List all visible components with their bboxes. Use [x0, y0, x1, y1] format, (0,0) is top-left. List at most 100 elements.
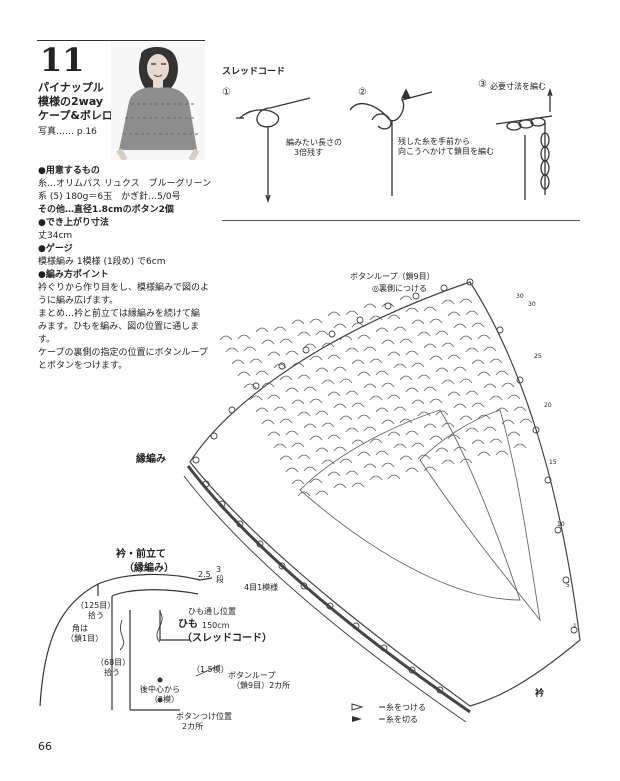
chain-loop	[279, 455, 293, 461]
row-number: 15	[549, 459, 557, 466]
chain-loop	[429, 318, 443, 324]
chain-loop	[477, 371, 491, 377]
chain-loop	[315, 410, 329, 416]
picot	[326, 602, 334, 610]
button-pos-b: 2カ所	[182, 722, 204, 731]
chain-loop	[381, 302, 395, 308]
chain-loop	[273, 443, 287, 449]
chain-loop	[327, 391, 341, 397]
chain-loop	[519, 418, 533, 424]
chain-loop	[471, 322, 485, 328]
chain-loop	[309, 355, 323, 361]
chain-loop	[477, 334, 491, 340]
chain-loop	[303, 343, 317, 349]
chain-loop	[387, 474, 401, 480]
picot	[440, 284, 448, 292]
tie-position: ひも通し位置	[188, 607, 236, 616]
chain-loop	[243, 383, 257, 389]
picot	[302, 346, 310, 354]
chain-loop	[333, 366, 347, 372]
pick-125: （125目）	[76, 601, 116, 610]
chain-loop	[471, 402, 485, 408]
chain-loop	[291, 479, 305, 485]
size-heading: ●でき上がり寸法	[38, 218, 109, 228]
step-1-marker: ①	[222, 87, 231, 98]
chain-loop	[459, 335, 473, 341]
chain-loop	[453, 366, 467, 372]
chain-loop	[261, 339, 275, 345]
chain-loop	[405, 350, 419, 356]
method-line-6: とボタンをつけます。	[38, 361, 128, 371]
method-line-4: みます。ひもを編み、図の位置に通します。	[38, 322, 200, 345]
chain-loop	[399, 418, 413, 424]
chain-loop	[429, 355, 443, 361]
chain-loop	[309, 398, 323, 404]
chain-loop	[489, 358, 503, 364]
other-materials: その他…直径1.8cmのボタン2個	[38, 205, 174, 215]
chain-loop	[471, 359, 485, 365]
picot	[356, 316, 364, 324]
chain-loop	[327, 471, 341, 477]
pattern-number: 11	[40, 41, 85, 79]
chain-loop	[369, 358, 383, 364]
chain-loop	[297, 411, 311, 417]
chain-loop	[465, 347, 479, 353]
chain-loop	[459, 378, 473, 384]
chain-loop	[381, 419, 395, 425]
row-number: 10	[557, 521, 565, 528]
note-1b: 3倍残す	[294, 148, 324, 157]
chain-loop	[411, 362, 425, 368]
picot	[532, 426, 540, 434]
chain-loop	[441, 459, 455, 465]
chain-loop	[345, 310, 359, 316]
chain-loop	[501, 419, 515, 425]
chain-loop	[483, 383, 497, 389]
gauge-heading: ●ゲージ	[38, 244, 73, 254]
chain-loop	[375, 327, 389, 333]
chain-loop	[297, 491, 311, 497]
row-number: 20	[544, 402, 552, 409]
picot	[384, 302, 392, 310]
chain-loop	[381, 462, 395, 468]
chain-loop	[303, 386, 317, 392]
gauge-value: 模様編み 1模様 (1段め) で6cm	[38, 257, 166, 267]
chain-loop	[345, 390, 359, 396]
chain-loop	[279, 338, 293, 344]
chain-loop	[315, 367, 329, 373]
step-3-text: 必要寸法を編む	[490, 82, 546, 91]
chain-loop	[243, 346, 257, 352]
chain-loop	[273, 363, 287, 369]
note-2b: 向こうへかけて鎖目を編む	[398, 147, 494, 156]
chain-loop	[387, 314, 401, 320]
section-divider	[222, 220, 580, 221]
chain-loop	[327, 354, 341, 360]
chain-loop	[327, 434, 341, 440]
chain-loop	[363, 346, 377, 352]
tie-length: 150cm	[202, 621, 230, 630]
picot	[192, 456, 200, 464]
chain-loop	[237, 371, 251, 377]
chain-loop	[363, 426, 377, 432]
chart-button-loop-note: ◎裏側につける	[372, 284, 427, 293]
page-number: 66	[38, 740, 52, 753]
chain-loop	[381, 339, 395, 345]
header-rule	[37, 40, 205, 41]
chain-loop	[393, 406, 407, 412]
chain-loop	[489, 438, 503, 444]
chain-loop	[231, 359, 245, 365]
chain-loop	[339, 378, 353, 384]
note-2a: 残した糸を手前から	[398, 137, 470, 146]
schematic-button-loop-b: （鎖9目）2カ所	[232, 681, 291, 690]
chain-loop	[297, 454, 311, 460]
chain-loop	[255, 327, 269, 333]
picot	[408, 666, 416, 674]
chain-loop	[273, 406, 287, 412]
chain-loop	[495, 450, 509, 456]
chain-loop	[339, 458, 353, 464]
picot	[236, 520, 244, 528]
model-photo	[111, 42, 205, 160]
chain-loop	[483, 426, 497, 432]
row-number: 30	[516, 293, 524, 300]
chain-loop	[441, 299, 455, 305]
chain-loop	[507, 394, 521, 400]
